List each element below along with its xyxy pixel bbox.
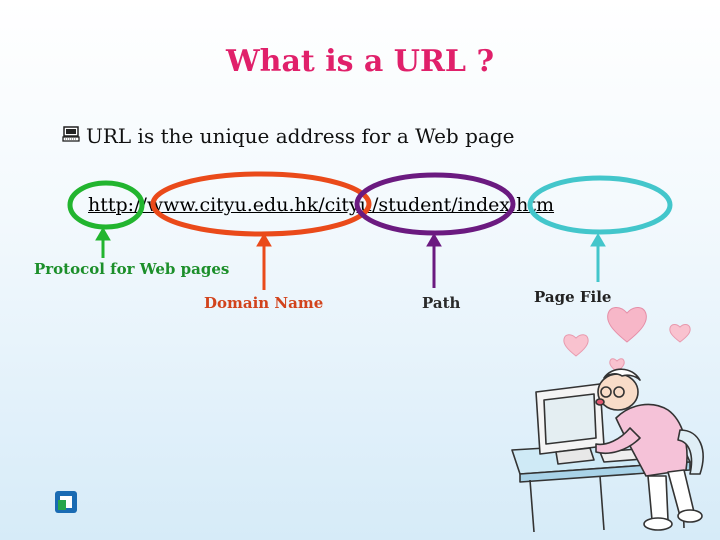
heart-icon: [563, 334, 589, 357]
domain-ellipse: [150, 171, 372, 237]
slide-title: What is a URL ?: [225, 44, 495, 79]
path-ellipse: [354, 172, 516, 236]
page-file-arrow: [590, 233, 606, 282]
bullet-text: URL is the unique address for a Web page: [86, 124, 515, 148]
heart-icon: [669, 324, 691, 343]
example-url[interactable]: http://www.cityu.edu.hk/cityu/student/in…: [88, 194, 555, 216]
path-arrow: [426, 233, 442, 288]
protocol-ellipse: [67, 180, 145, 230]
path-label: Path: [422, 294, 461, 312]
computer-icon: [62, 125, 80, 147]
cityu-logo: [55, 491, 77, 513]
protocol-label: Protocol for Web pages: [34, 260, 230, 278]
heart-icon: [607, 307, 647, 343]
bullet-item: URL is the unique address for a Web page: [62, 124, 514, 148]
page-file-ellipse: [527, 175, 673, 235]
domain-arrow: [256, 233, 272, 290]
person-kissing-computer-clipart: [511, 368, 704, 533]
page-file-label: Page File: [534, 288, 612, 306]
protocol-arrow: [95, 227, 111, 258]
domain-name-label: Domain Name: [204, 294, 324, 312]
